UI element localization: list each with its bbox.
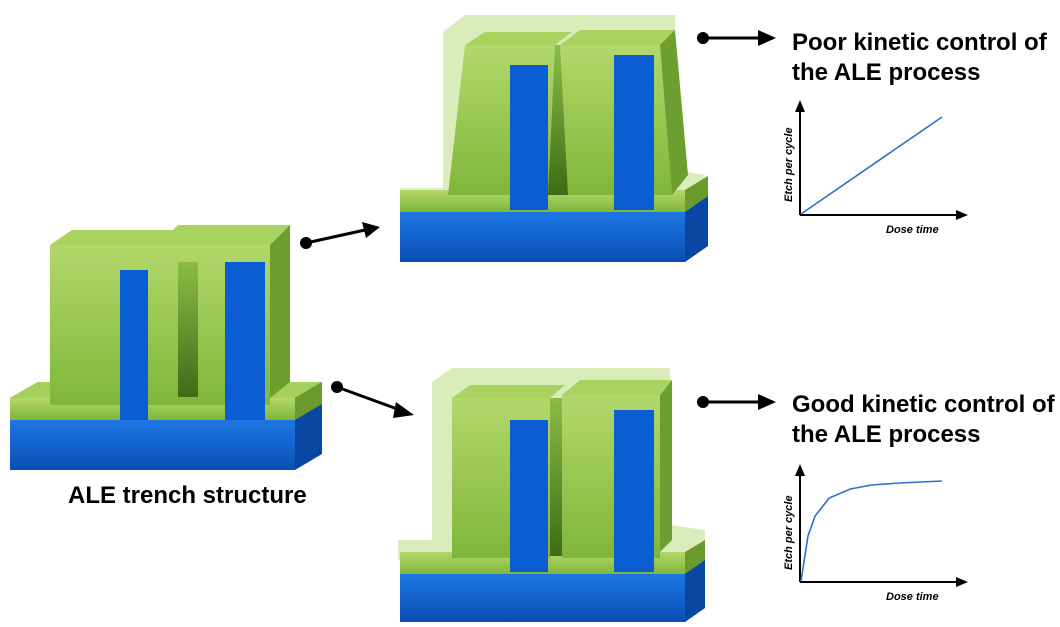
pillar2-top — [158, 225, 290, 245]
arrow-good-result — [697, 394, 776, 410]
substrate-front — [10, 418, 295, 470]
core2 — [614, 55, 654, 210]
poor-title-line1: Poor kinetic control of — [792, 29, 1048, 56]
poor-title-line2: the ALE process — [792, 59, 981, 86]
pillar2-side — [270, 225, 290, 398]
substrate-front — [400, 572, 685, 622]
trench-structure-good — [398, 368, 705, 622]
arrow-to-poor — [300, 222, 380, 249]
pillar1-top — [465, 32, 572, 45]
y-axis-label: Etch per cycle — [783, 127, 795, 202]
pillar2-top — [560, 30, 675, 45]
y-axis-label: Etch per cycle — [783, 495, 795, 570]
chart-good: Dose time Etch per cycle — [783, 464, 968, 603]
pillar1-top — [452, 385, 565, 398]
film-base-side — [685, 540, 705, 574]
substrate-side — [685, 560, 705, 622]
chart-poor: Dose time Etch per cycle — [783, 100, 968, 236]
core1 — [510, 65, 548, 210]
core2 — [225, 262, 265, 420]
substrate-side — [685, 196, 708, 262]
pillar2-side — [660, 380, 672, 552]
y-axis-arrowhead — [795, 100, 805, 112]
substrate-side — [295, 404, 322, 470]
arrow-poor-result — [697, 30, 776, 46]
trench-opening — [178, 262, 198, 397]
core1 — [510, 420, 548, 572]
pillar1-top — [50, 230, 178, 245]
x-axis-arrowhead — [956, 577, 968, 587]
structure-caption: ALE trench structure — [68, 482, 307, 509]
good-title-line2: the ALE process — [792, 421, 981, 448]
trench-structure-poor — [400, 15, 708, 262]
substrate-front — [400, 210, 685, 262]
trench-opening — [550, 398, 562, 556]
x-axis-label: Dose time — [886, 224, 939, 236]
x-axis-arrowhead — [956, 210, 968, 220]
film-base-side — [295, 382, 322, 420]
arrow-to-good — [331, 381, 414, 418]
pillar2-top — [562, 380, 672, 395]
film-base-side — [685, 176, 708, 212]
x-axis-label: Dose time — [886, 591, 939, 603]
pillar2-side — [660, 30, 688, 195]
series-line — [800, 480, 943, 582]
core2 — [614, 410, 654, 572]
core1 — [120, 270, 148, 420]
good-title-line1: Good kinetic control of — [792, 391, 1056, 418]
trench-structure-original — [10, 225, 322, 470]
series-line — [800, 116, 943, 215]
y-axis-arrowhead — [795, 464, 805, 476]
